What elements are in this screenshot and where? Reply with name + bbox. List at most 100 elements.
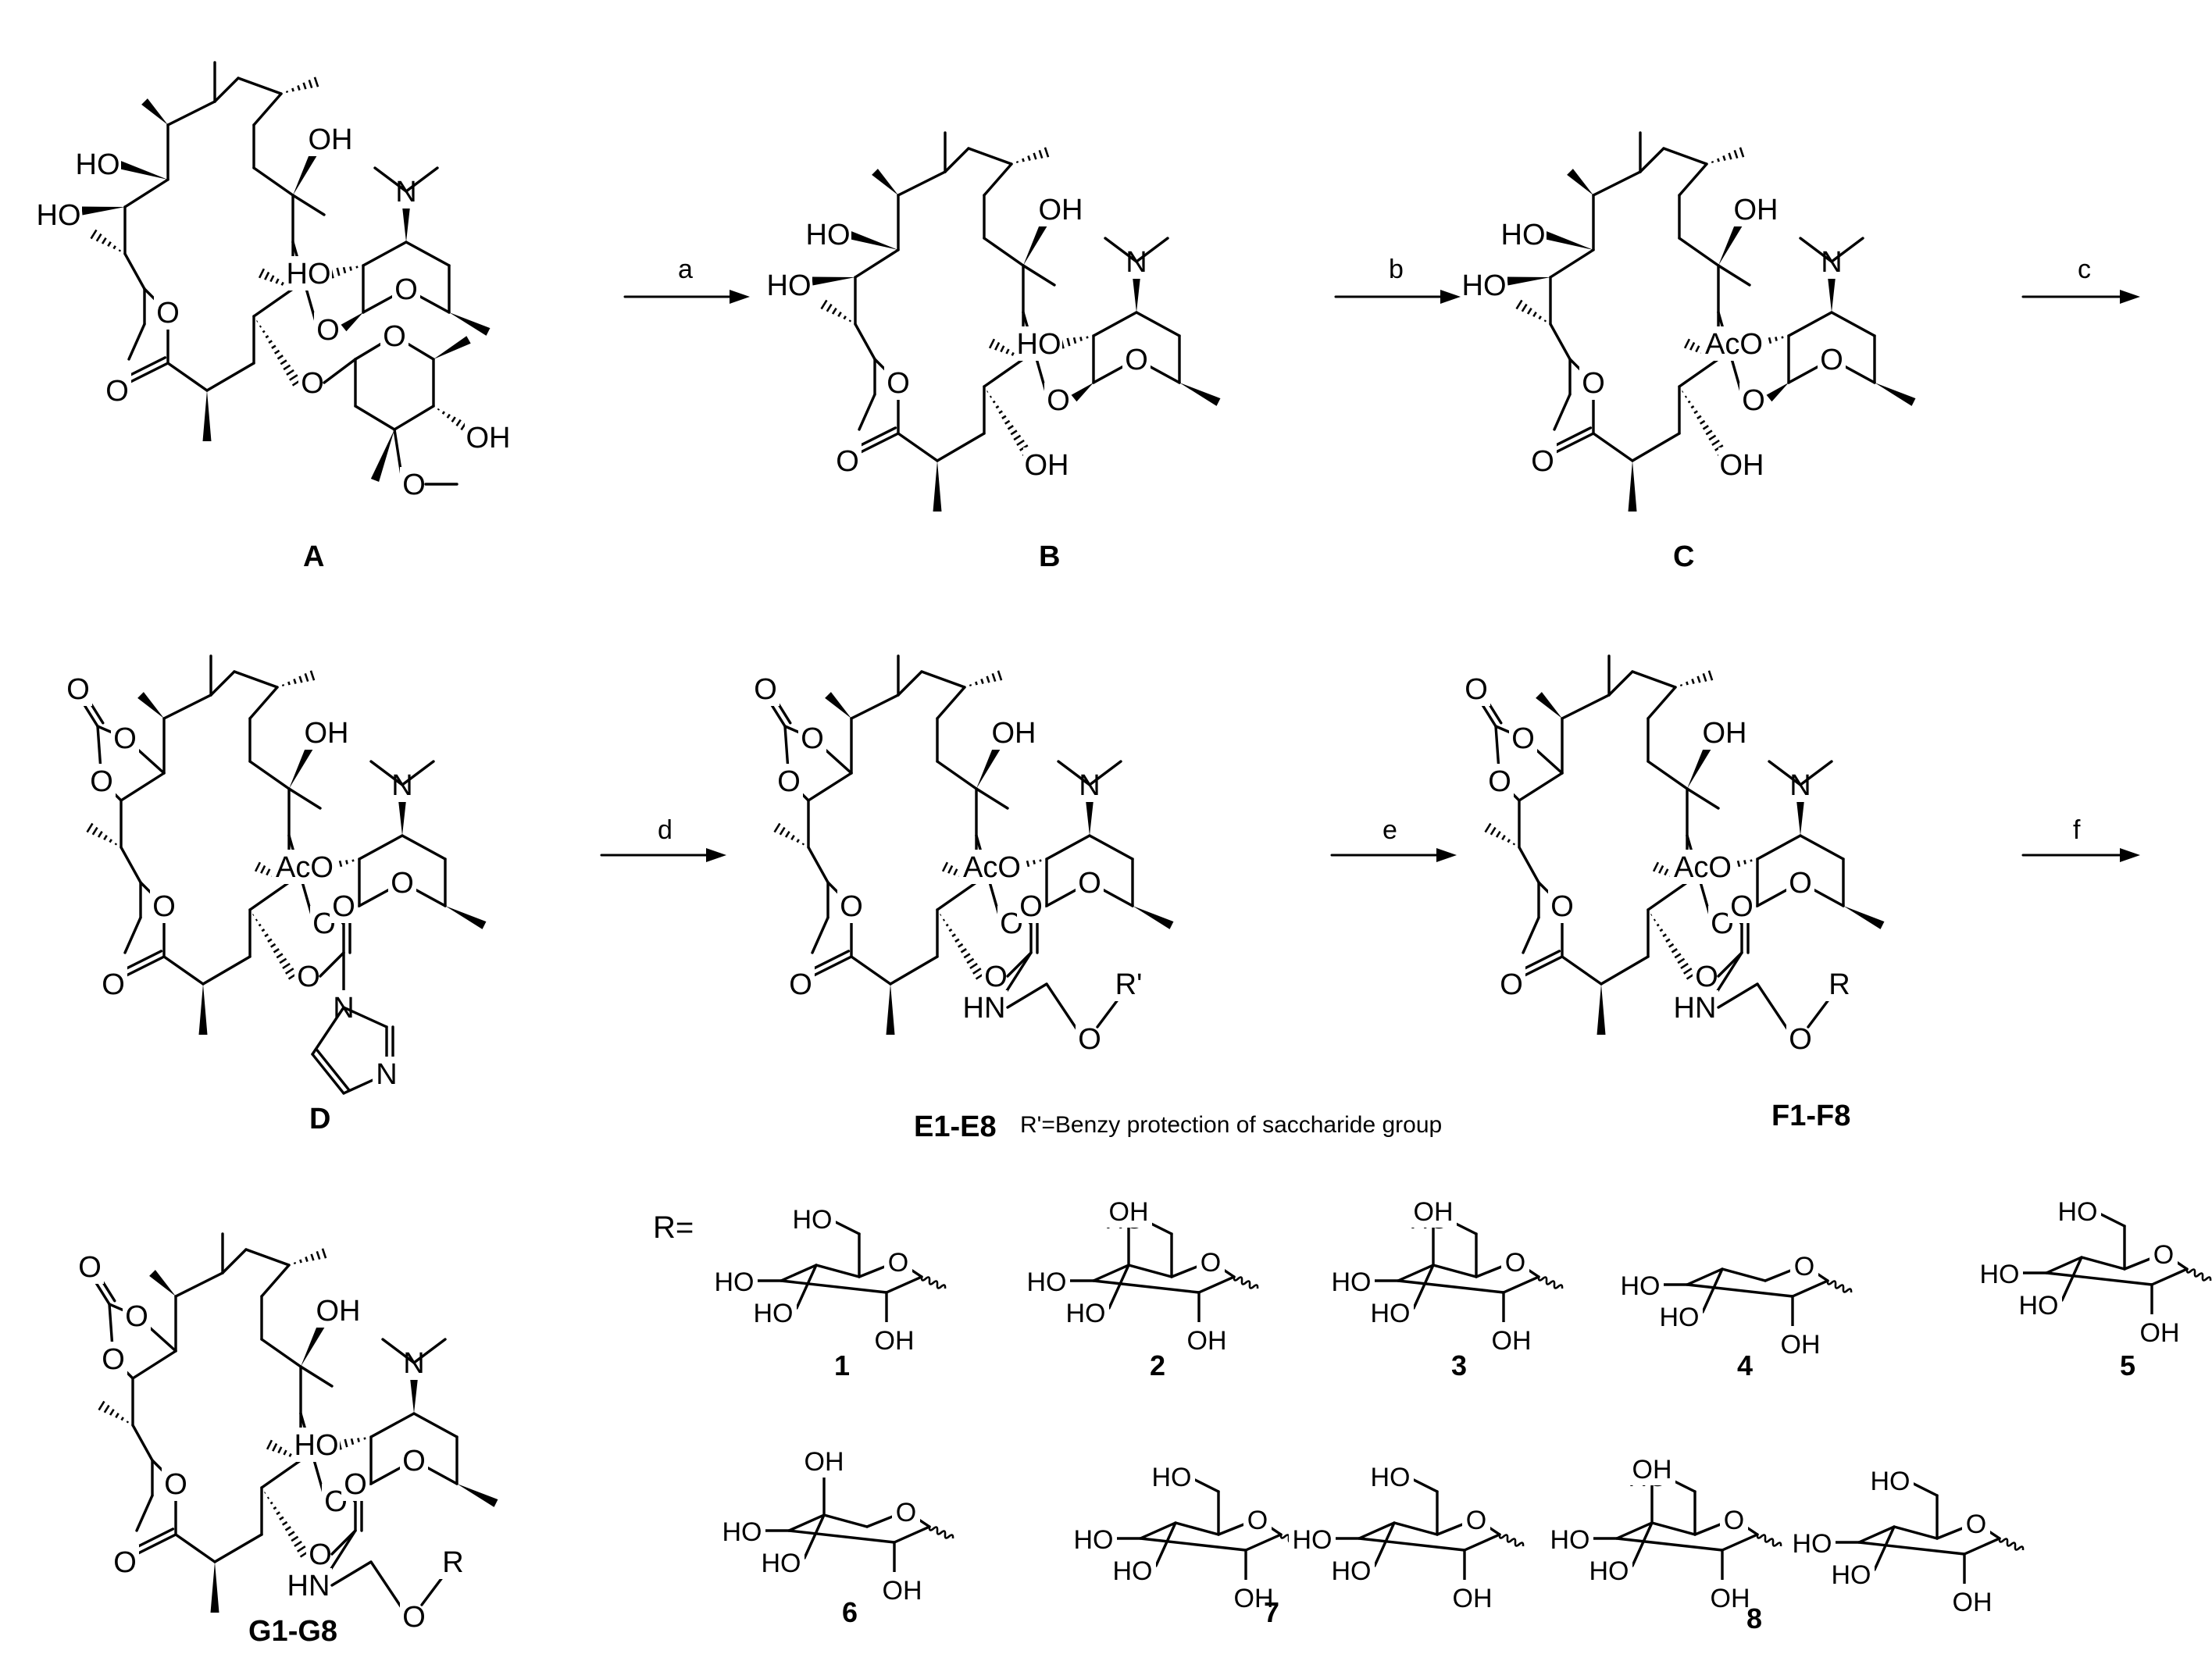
hydroxyl-label: O — [1966, 1510, 1986, 1539]
hash-bond — [256, 320, 259, 323]
hydroxyl-label: OH — [305, 717, 349, 750]
hash-bond — [265, 334, 269, 339]
hash-bond — [1690, 405, 1695, 409]
label-mask — [1777, 1326, 1824, 1360]
wedge-bond — [1875, 383, 1916, 406]
bond — [1717, 264, 1751, 287]
hash-bond — [269, 943, 276, 948]
label-mask — [1701, 715, 1748, 750]
bond — [1553, 432, 1595, 455]
bond — [854, 323, 876, 361]
hash-bond — [451, 416, 456, 422]
bond — [1830, 311, 1876, 337]
hash-bond — [281, 684, 285, 686]
label-mask — [392, 272, 420, 306]
bond — [897, 170, 947, 197]
bond — [405, 166, 439, 193]
carbonate-oxygen: O — [125, 1300, 148, 1333]
bond — [1721, 1267, 1767, 1282]
hash-bond — [288, 1453, 292, 1457]
label-mask — [1462, 672, 1490, 706]
wedge-bond — [1536, 692, 1562, 718]
bond — [854, 426, 897, 449]
hash-bond — [281, 1520, 288, 1526]
wedge-bond — [409, 1374, 419, 1413]
bond — [850, 955, 892, 986]
hash-bond — [302, 82, 307, 90]
hydroxyl-label: O — [1466, 1506, 1486, 1535]
bond — [260, 1338, 302, 1368]
hydroxyl-label: OH — [1453, 1584, 1493, 1613]
hash-bond — [953, 868, 958, 876]
bond — [858, 393, 876, 431]
hydroxyl-label: HO — [37, 199, 81, 232]
bond — [897, 670, 923, 697]
bond — [795, 1264, 818, 1310]
hash-bond — [1490, 826, 1497, 836]
bond — [1799, 760, 1833, 786]
label-mask — [1488, 1322, 1535, 1356]
label-mask — [1023, 1264, 1070, 1298]
hash-bond — [308, 79, 313, 89]
hash-bond — [966, 957, 975, 964]
wedge-bond — [1687, 740, 1714, 789]
hash-bond — [275, 278, 280, 284]
label-mask — [879, 1572, 926, 1606]
saccharide-number-4: 4 — [1737, 1349, 1754, 1381]
hash-bond — [1664, 868, 1669, 876]
label-mask — [298, 365, 326, 400]
bond — [936, 686, 966, 720]
hash-bond — [940, 914, 942, 916]
hash-bond — [991, 672, 997, 683]
wedge-bond — [976, 740, 1004, 789]
label-mask — [775, 764, 803, 798]
label-mask — [1976, 1256, 2023, 1290]
hash-bond — [994, 341, 1001, 351]
bond — [1873, 1525, 1896, 1571]
hash-bond — [279, 957, 287, 964]
hash-bond — [272, 1442, 278, 1452]
hydroxyl-label: HO — [1871, 1467, 1911, 1496]
label-mask — [2150, 1236, 2178, 1271]
hash-bond — [1521, 303, 1528, 312]
hash-bond — [264, 933, 269, 938]
hydroxyl-label: OH — [992, 717, 1036, 750]
bond — [1045, 834, 1091, 861]
bond — [1393, 1521, 1439, 1536]
hash-bond — [992, 400, 996, 404]
arrow-head — [730, 290, 750, 304]
bond — [1963, 1537, 2001, 1556]
hash-bond — [1722, 155, 1726, 161]
hash-bond — [1005, 348, 1010, 355]
bond — [1373, 1521, 1396, 1567]
label-mask — [2054, 1193, 2101, 1228]
hash-bond — [1656, 923, 1660, 927]
label-mask — [1062, 1295, 1109, 1329]
hash-bond — [986, 676, 990, 683]
hydroxyl-label: OH — [1414, 1197, 1454, 1227]
bond — [174, 1533, 216, 1563]
wedge-bond — [1132, 273, 1141, 312]
hash-bond — [294, 1540, 302, 1548]
hydroxyl-label: HO — [287, 258, 331, 291]
label-mask — [1529, 444, 1557, 478]
label-mask — [1449, 1580, 1496, 1614]
label-mask — [751, 672, 780, 706]
hash-bond — [344, 1438, 348, 1448]
bond — [252, 92, 283, 127]
label-mask — [961, 990, 1008, 1025]
hash-bond — [1501, 835, 1506, 840]
bond — [1358, 1521, 1396, 1540]
bond — [123, 178, 169, 209]
wedge-bond — [1541, 230, 1593, 250]
bond — [1397, 1264, 1435, 1282]
wedge-bond — [289, 740, 316, 789]
wedge-bond — [1827, 273, 1836, 312]
wedge-bond — [1766, 383, 1789, 402]
carbonate-oxygen: O — [66, 673, 90, 706]
hash-bond — [997, 670, 1003, 681]
hash-bond — [321, 1248, 327, 1259]
bond — [787, 1529, 896, 1544]
carbamate-oxygen: O — [309, 1538, 332, 1571]
bond — [889, 955, 939, 986]
